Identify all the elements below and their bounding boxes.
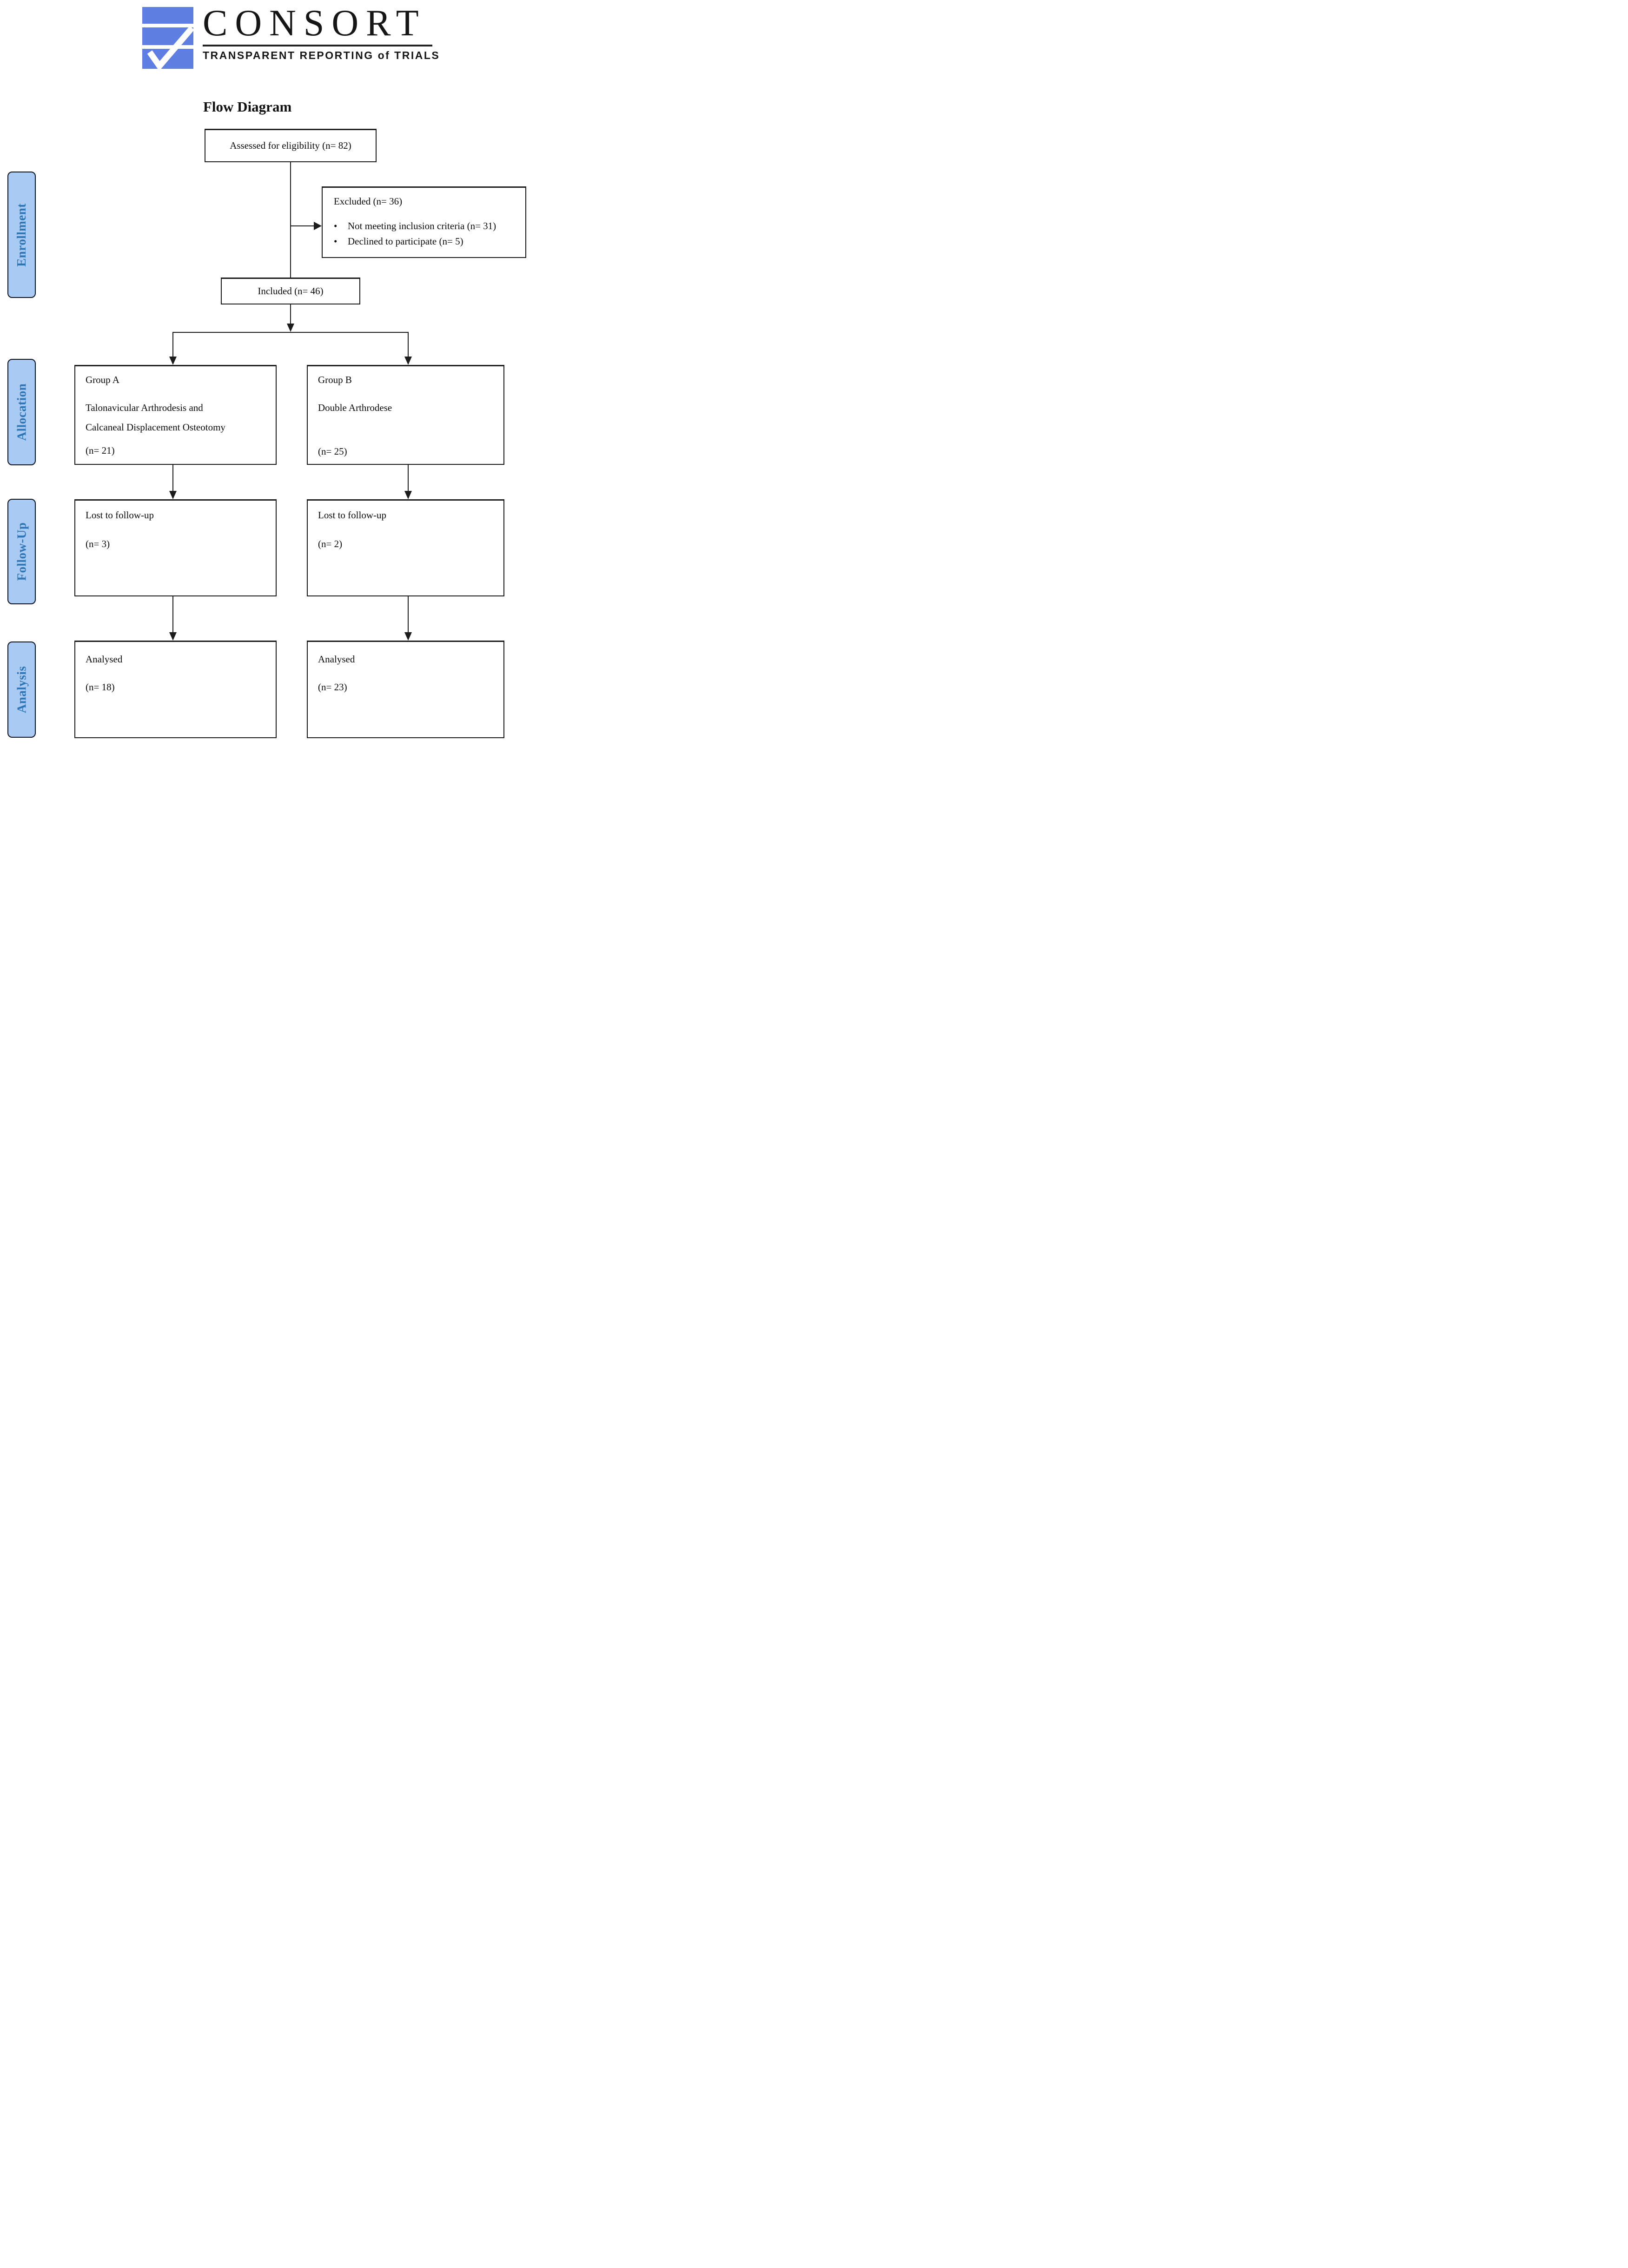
group-a-box: Group A Talonavicular Arthrodesis and Ca… <box>74 365 277 465</box>
lost-b-n: (n= 2) <box>318 538 343 549</box>
included-text: Included (n= 46) <box>258 285 324 297</box>
excluded-bullet-2-text: Declined to participate (n= 5) <box>348 236 463 247</box>
analysed-b-n: (n= 23) <box>318 681 347 693</box>
consort-logo-icon <box>142 7 193 69</box>
group-b-name: Group B <box>318 374 352 385</box>
group-b-n: (n= 25) <box>318 446 347 457</box>
bullet-icon: • <box>334 236 338 247</box>
connector-branch-to-excluded <box>290 225 315 226</box>
group-a-n: (n= 21) <box>86 445 115 456</box>
stage-label-followup: Follow-Up <box>7 499 36 604</box>
connector-lost-a-to-analysed-a <box>172 596 173 632</box>
assessed-box: Assessed for eligibility (n= 82) <box>205 129 377 162</box>
arrowhead-group-a-icon <box>169 357 177 365</box>
excluded-bullet-1-text: Not meeting inclusion criteria (n= 31) <box>348 220 496 231</box>
arrowhead-excluded-icon <box>314 222 322 230</box>
arrowhead-group-b-icon <box>404 357 412 365</box>
excluded-title: Excluded (n= 36) <box>334 196 403 207</box>
lost-followup-a-box: Lost to follow-up (n= 3) <box>74 499 277 596</box>
arrowhead-analysed-b-icon <box>404 632 412 641</box>
lost-a-n: (n= 3) <box>86 538 110 549</box>
stage-label-allocation: Allocation <box>7 359 36 465</box>
stage-label-allocation-text: Allocation <box>14 383 28 441</box>
stage-label-analysis-text: Analysis <box>14 666 29 714</box>
connector-included-to-split <box>290 304 291 324</box>
connector-split-to-group-b <box>408 332 409 357</box>
stage-label-followup-text: Follow-Up <box>14 522 28 581</box>
connector-lost-b-to-analysed-b <box>408 596 409 632</box>
arrowhead-split-icon <box>287 324 294 332</box>
connector-assessed-to-included <box>290 162 291 278</box>
brand-tagline: TRANSPARENT REPORTING of TRIALS <box>203 49 440 61</box>
connector-group-a-to-lost-a <box>172 465 173 491</box>
arrowhead-lost-b-icon <box>404 491 412 499</box>
excluded-bullet-1: • Not meeting inclusion criteria (n= 31) <box>334 218 517 234</box>
included-box: Included (n= 46) <box>221 278 360 304</box>
group-a-desc: Talonavicular Arthrodesis and Calcaneal … <box>86 402 225 433</box>
analysed-b-box: Analysed (n= 23) <box>307 641 504 738</box>
connector-split-to-group-a <box>172 332 173 357</box>
stage-label-enrollment: Enrollment <box>7 172 36 298</box>
brand-wordmark: CONSORT <box>203 3 426 44</box>
stage-label-analysis: Analysis <box>7 641 36 738</box>
group-a-name: Group A <box>86 374 119 385</box>
connector-split-line <box>172 332 409 333</box>
stage-label-enrollment-text: Enrollment <box>14 203 29 267</box>
arrowhead-lost-a-icon <box>169 491 177 499</box>
brand-rule <box>203 45 432 46</box>
analysed-a-text: Analysed <box>86 654 123 665</box>
consort-flow-diagram-page: CONSORT TRANSPARENT REPORTING of TRIALS … <box>0 0 543 756</box>
lost-followup-b-box: Lost to follow-up (n= 2) <box>307 499 504 596</box>
assessed-text: Assessed for eligibility (n= 82) <box>230 140 351 151</box>
analysed-b-text: Analysed <box>318 654 355 665</box>
excluded-bullet-2: • Declined to participate (n= 5) <box>334 234 517 249</box>
group-b-desc: Double Arthrodese <box>318 402 392 413</box>
group-b-box: Group B Double Arthrodese (n= 25) <box>307 365 504 465</box>
analysed-a-n: (n= 18) <box>86 681 115 693</box>
lost-a-text: Lost to follow-up <box>86 509 154 521</box>
bullet-icon: • <box>334 220 338 231</box>
excluded-box: Excluded (n= 36) • Not meeting inclusion… <box>322 186 526 258</box>
lost-b-text: Lost to follow-up <box>318 509 386 521</box>
page-title: Flow Diagram <box>203 99 292 115</box>
connector-group-b-to-lost-b <box>408 465 409 491</box>
analysed-a-box: Analysed (n= 18) <box>74 641 277 738</box>
arrowhead-analysed-a-icon <box>169 632 177 641</box>
